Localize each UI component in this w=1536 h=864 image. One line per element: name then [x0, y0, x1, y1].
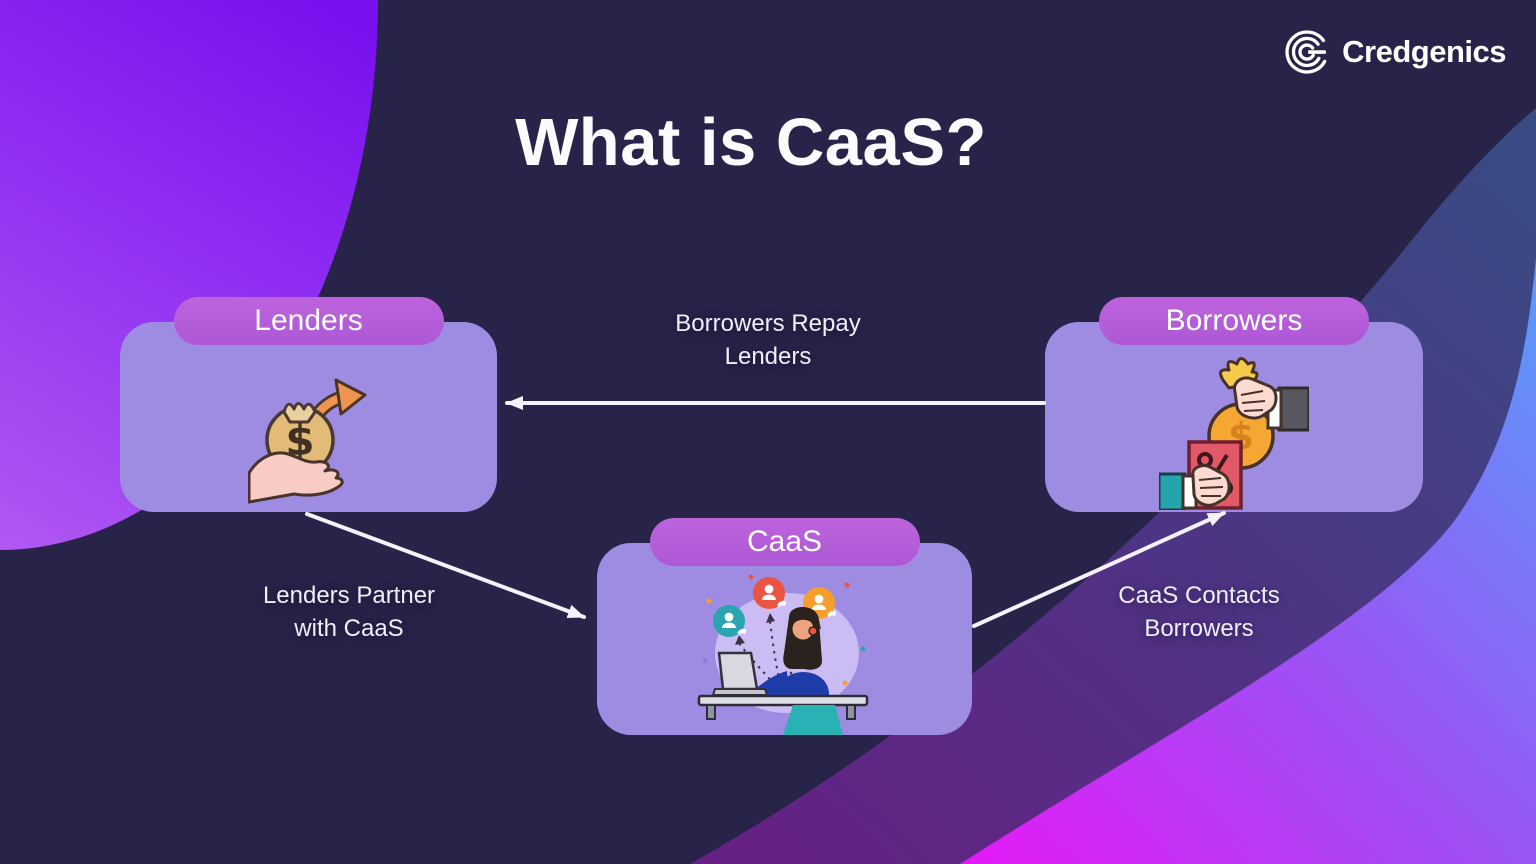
node-card-lenders: Lenders $: [120, 297, 497, 512]
hand-money-bag-icon: $: [247, 378, 366, 504]
call-center-agent-icon: [697, 574, 868, 735]
node-label-caas: CaaS: [746, 525, 823, 558]
edge-label-borrowers-repay-lenders: Borrowers Repay Lenders: [675, 310, 861, 370]
credgenics-logo-icon: [1285, 30, 1327, 74]
node-pill-borrowers: Borrowers: [1099, 297, 1369, 345]
page-title: What is CaaS?: [515, 105, 987, 180]
edge-label-caas-contacts-borrowers: CaaS Contacts Borrowers: [1118, 582, 1280, 642]
node-card-borrowers: Borrowers $: [1045, 297, 1423, 512]
node-card-caas: CaaS: [597, 518, 972, 735]
brand-logo: Credgenics: [1281, 26, 1506, 78]
contact-badge-icons: [712, 577, 836, 637]
node-pill-caas: CaaS: [649, 518, 920, 566]
node-label-lenders: Lenders: [254, 304, 363, 337]
edge-label-lenders-partner-with-caas: Lenders Partner with CaaS: [262, 582, 436, 642]
money-exchange-hands-icon: $: [1159, 357, 1309, 510]
node-label-borrowers: Borrowers: [1165, 304, 1303, 337]
brand-name: Credgenics: [1342, 34, 1506, 69]
node-pill-lenders: Lenders: [173, 297, 444, 345]
